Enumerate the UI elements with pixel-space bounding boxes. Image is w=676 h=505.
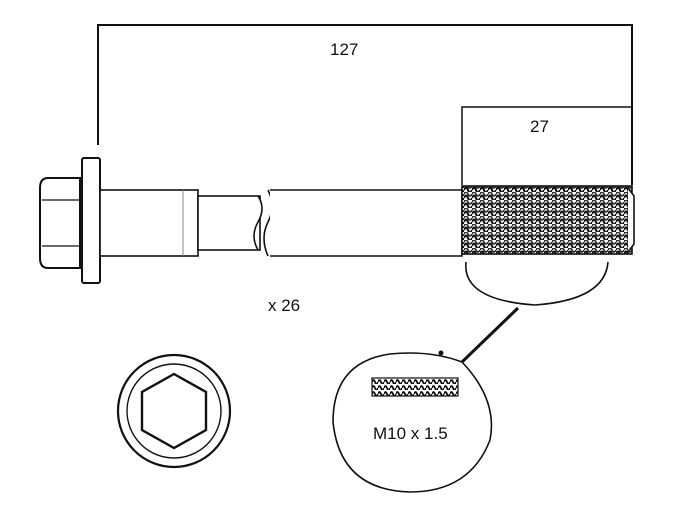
bolt-thread	[461, 185, 635, 255]
bolt-head	[39, 177, 81, 269]
bolt-shank	[99, 189, 463, 257]
thread-callout-bubble	[438, 261, 609, 364]
overall-length-bracket	[97, 24, 633, 185]
quantity-label: x 26	[268, 296, 301, 315]
head-end-view	[116, 353, 232, 469]
bolt-flange	[81, 157, 101, 284]
thread-spec-label: M10 x 1.5	[373, 424, 448, 443]
thread-length-label: 27	[530, 117, 549, 136]
thread-detail-circle	[332, 352, 493, 493]
overall-length-label: 127	[330, 40, 359, 59]
thread-length-bracket	[461, 106, 632, 185]
